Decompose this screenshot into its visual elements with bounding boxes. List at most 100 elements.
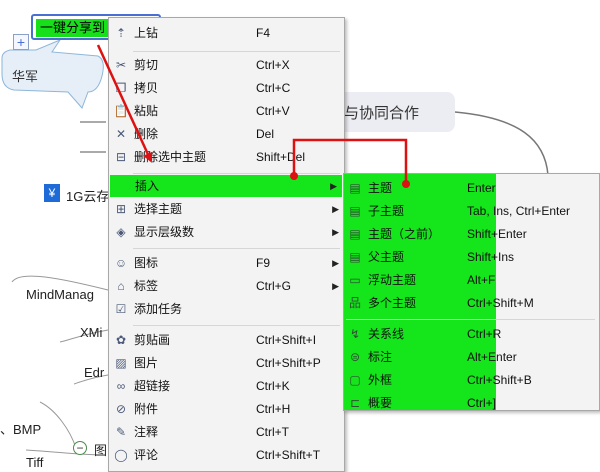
submenu-item-label: 浮动主题 [368, 273, 417, 287]
menu-item-shortcut: Ctrl+H [256, 402, 291, 416]
layers-icon: ◈ [116, 225, 126, 239]
submenu-item-subtopic[interactable]: ▤ 子主题 Tab, Ins, Ctrl+Enter [344, 200, 599, 222]
menu-item-label: 粘贴 [134, 104, 159, 118]
comment-icon: ◯ [114, 448, 128, 462]
submenu-item-label: 主题（之前） [368, 227, 441, 241]
submenu-item-multiple-topics[interactable]: 品 多个主题 Ctrl+Shift+M [344, 292, 599, 314]
submenu-item-shortcut: Ctrl+Shift+B [467, 373, 532, 387]
scissors-icon: ✂ [115, 58, 127, 72]
collapse-button[interactable]: − [73, 441, 87, 455]
menu-item-shortcut: Ctrl+X [256, 58, 290, 72]
menu-item-label: 删除 [134, 127, 159, 141]
hyperlink-icon: ∞ [116, 379, 126, 393]
menu-item-cut[interactable]: ✂ 剪切 Ctrl+X [109, 54, 344, 76]
submenu-item-shortcut: Shift+Enter [467, 227, 527, 241]
submenu-item-boundary[interactable]: ▢ 外框 Ctrl+Shift+B [344, 369, 599, 391]
submenu-item-shortcut: Alt+Enter [467, 350, 517, 364]
delete-icon: ✕ [115, 127, 127, 141]
menu-item-add-task[interactable]: ☑ 添加任务 [109, 298, 344, 320]
drill-up-icon: ⇡ [115, 26, 127, 40]
menu-item-shortcut: Ctrl+T [256, 425, 289, 439]
task-icon: ☑ [115, 302, 127, 316]
left-subtopic-mindmanager[interactable]: MindManag [26, 287, 94, 302]
menu-item-show-levels[interactable]: ◈ 显示层级数 ▶ [109, 221, 344, 243]
menu-item-label: 标签 [134, 279, 159, 293]
note-icon: ✎ [115, 425, 127, 439]
image-icon: ▨ [115, 356, 127, 370]
menu-item-shortcut: Ctrl+G [256, 279, 292, 293]
select-topic-icon: ⊞ [115, 202, 127, 216]
menu-item-shortcut: Del [256, 127, 275, 141]
submenu-item-summary[interactable]: ⊏ 概要 Ctrl+] [344, 392, 599, 414]
topic-icon: ▤ [349, 181, 361, 195]
menu-item-label: 选择主题 [134, 202, 183, 216]
menu-item-hyperlink[interactable]: ∞ 超链接 Ctrl+K [109, 375, 344, 397]
callout-label: 华军 [12, 69, 39, 84]
submenu-item-shortcut: Enter [467, 181, 496, 195]
menu-item-copy[interactable]: ❐ 拷贝 Ctrl+C [109, 77, 344, 99]
menu-item-note[interactable]: ✎ 注释 Ctrl+T [109, 421, 344, 443]
clipart-icon: ✿ [115, 333, 127, 347]
submenu-item-topic[interactable]: ▤ 主题 Enter [344, 177, 599, 199]
topic-before-icon: ▤ [349, 227, 361, 241]
submenu-arrow-icon: ▶ [332, 204, 339, 214]
menu-item-comment[interactable]: ◯ 评论 Ctrl+Shift+T [109, 444, 344, 466]
submenu-item-shortcut: Alt+F [467, 273, 496, 287]
menu-item-shortcut: Shift+Del [256, 150, 306, 164]
submenu-item-label: 标注 [368, 350, 393, 364]
menu-item-delete[interactable]: ✕ 删除 Del [109, 123, 344, 145]
insert-submenu: ▤ 主题 Enter ▤ 子主题 Tab, Ins, Ctrl+Enter ▤ … [343, 173, 600, 411]
submenu-item-label: 父主题 [368, 250, 405, 264]
menu-item-label: 评论 [134, 448, 159, 462]
menu-item-shortcut: Ctrl+Shift+T [256, 448, 321, 462]
left-subtopic-xmind[interactable]: XMi [80, 325, 103, 340]
menu-item-labels[interactable]: ⌂ 标签 Ctrl+G ▶ [109, 275, 344, 297]
menu-item-image[interactable]: ▨ 图片 Ctrl+Shift+P [109, 352, 344, 374]
menu-item-select-topic[interactable]: ⊞ 选择主题 ▶ [109, 198, 344, 220]
menu-item-label: 注释 [134, 425, 159, 439]
submenu-item-floating-topic[interactable]: ▭ 浮动主题 Alt+F [344, 269, 599, 291]
menu-item-markers[interactable]: ☺ 图标 F9 ▶ [109, 252, 344, 274]
submenu-arrow-icon: ▶ [330, 181, 337, 191]
right-topic-label: 与协同合作 [344, 105, 420, 122]
submenu-item-topic-before[interactable]: ▤ 主题（之前） Shift+Enter [344, 223, 599, 245]
highlight-overlay [344, 174, 496, 410]
menu-item-shortcut: Ctrl+C [256, 81, 291, 95]
submenu-item-shortcut: Shift+Ins [467, 250, 515, 264]
bmp-label: 、BMP [0, 422, 42, 437]
submenu-item-relationship[interactable]: ↯ 关系线 Ctrl+R [344, 323, 599, 345]
menu-item-shortcut: Ctrl+Shift+P [256, 356, 321, 370]
multiple-topics-icon: 品 [348, 296, 361, 310]
submenu-item-label: 关系线 [368, 327, 405, 341]
menu-item-label: 上钻 [134, 26, 159, 40]
yen-icon: ¥ [44, 184, 60, 202]
menu-item-shortcut: F4 [256, 26, 271, 40]
menu-item-delete-selected[interactable]: ⊟ 删除选中主题 Shift+Del [109, 146, 344, 168]
menu-item-insert[interactable]: 插入 ▶ [110, 175, 342, 197]
menu-item-label: 附件 [134, 402, 159, 416]
left-subtopic-edraw[interactable]: Edr [84, 365, 105, 380]
add-topic-button[interactable]: + [13, 34, 29, 50]
menu-item-label: 删除选中主题 [134, 150, 207, 164]
delete-selected-icon: ⊟ [115, 150, 127, 164]
submenu-item-parent-topic[interactable]: ▤ 父主题 Shift+Ins [344, 246, 599, 268]
menu-item-drill-up[interactable]: ⇡ 上钻 F4 [109, 22, 344, 44]
relationship-icon: ↯ [349, 327, 361, 341]
menu-separator [133, 173, 340, 174]
menu-item-attachment[interactable]: ⊘ 附件 Ctrl+H [109, 398, 344, 420]
menu-item-paste[interactable]: 📋 粘贴 Ctrl+V [109, 100, 344, 122]
submenu-separator [346, 319, 595, 320]
menu-separator [133, 248, 340, 249]
menu-item-label: 剪切 [134, 58, 159, 72]
menu-item-label: 显示层级数 [134, 225, 195, 239]
submenu-item-shortcut: Ctrl+Shift+M [467, 296, 534, 310]
menu-item-clipart[interactable]: ✿ 剪贴画 Ctrl+Shift+I [109, 329, 344, 351]
context-menu: ⇡ 上钻 F4 ✂ 剪切 Ctrl+X ❐ 拷贝 Ctrl+C 📋 粘贴 Ctr… [108, 17, 345, 472]
submenu-item-label: 子主题 [368, 204, 405, 218]
parent-topic-icon: ▤ [349, 250, 361, 264]
submenu-item-callout[interactable]: ⊜ 标注 Alt+Enter [344, 346, 599, 368]
submenu-arrow-icon: ▶ [332, 227, 339, 237]
menu-item-label: 拷贝 [134, 81, 159, 95]
submenu-arrow-icon: ▶ [332, 281, 339, 291]
menu-item-label: 超链接 [134, 379, 171, 393]
